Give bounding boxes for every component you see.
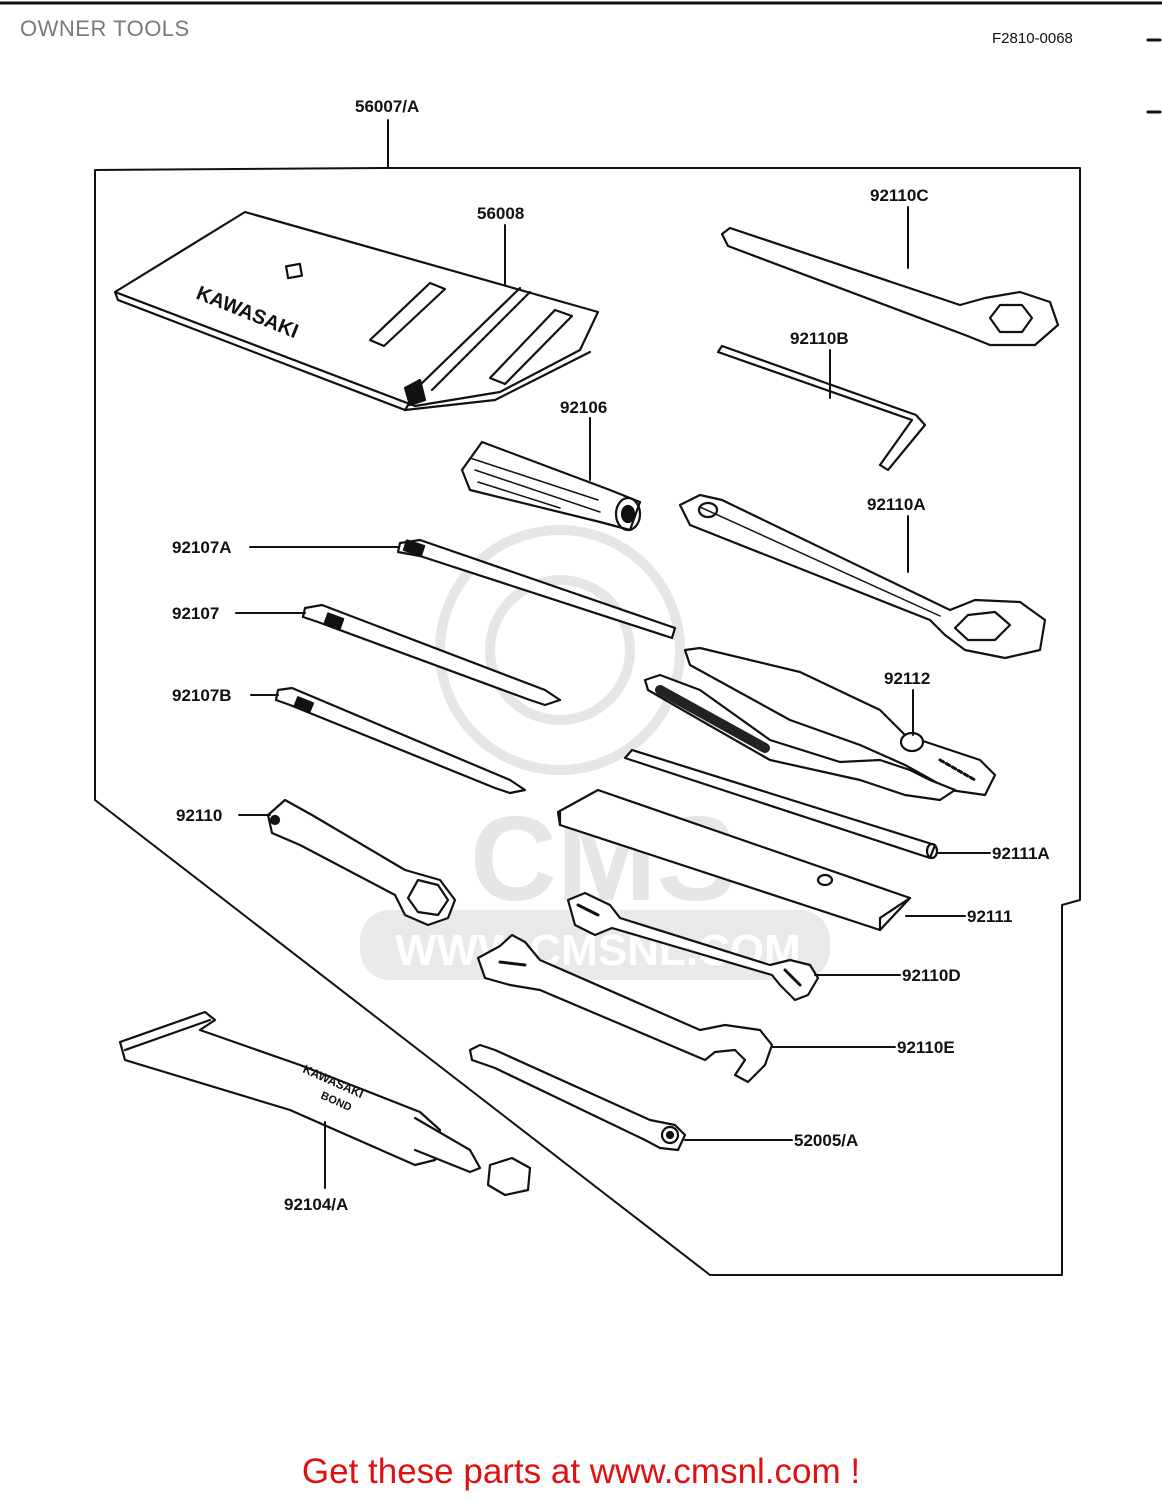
open-wrench-92110E <box>476 933 774 1084</box>
callout-92112: 92112 <box>884 669 930 688</box>
box-wrench-92110 <box>266 798 457 927</box>
flat-screwdriver-92107A <box>396 538 677 640</box>
phillips-screwdriver-92107 <box>301 603 562 707</box>
hex-key-92110B <box>716 344 927 472</box>
spark-plug-tool-52005A <box>468 1043 687 1152</box>
callout-92107B: 92107B <box>172 686 232 705</box>
callout-52005A: 52005/A <box>794 1131 858 1150</box>
kit-boundary-outline <box>94 167 1081 1276</box>
callout-labels: 56007/A 56008 92110C 92110B 92106 92110A… <box>172 97 1050 1214</box>
flat-bar-92111 <box>556 788 912 932</box>
callout-92110B: 92110B <box>790 329 849 348</box>
callout-92111: 92111 <box>967 907 1012 926</box>
callout-92107A: 92107A <box>172 538 232 557</box>
exploded-parts-diagram: CMS WWW.CMSNL.COM KAWASAKI <box>0 1 1162 1276</box>
scan-edge-marks <box>0 1 1162 114</box>
callout-92110A: 92110A <box>867 495 926 514</box>
tool-pouch: KAWASAKI <box>113 210 600 412</box>
callout-92110E: 92110E <box>897 1038 955 1057</box>
callout-92107: 92107 <box>172 604 219 623</box>
leader-lines <box>235 206 991 1189</box>
page-title: OWNER TOOLS <box>20 16 190 41</box>
callout-92106: 92106 <box>560 398 607 417</box>
ring-wrench-92110C <box>720 226 1060 347</box>
pliers-92112 <box>643 646 997 802</box>
callout-92110: 92110 <box>176 806 222 825</box>
open-wrench-92110D <box>566 891 820 1002</box>
get-parts-link[interactable]: Get these parts at www.cmsnl.com ! <box>301 1452 861 1491</box>
screwdriver-handle <box>460 440 642 532</box>
callout-92104A: 92104/A <box>284 1195 348 1214</box>
callout-92111A: 92111A <box>992 844 1050 863</box>
callout-92110D: 92110D <box>902 966 961 985</box>
callout-56007A: 56007/A <box>355 97 419 116</box>
figure-code: F2810-0068 <box>992 30 1073 47</box>
callout-92110C: 92110C <box>870 186 929 205</box>
extension-bar-92111A <box>623 748 939 860</box>
ring-wrench-92110A <box>678 493 1047 660</box>
callout-56008: 56008 <box>477 204 524 223</box>
phillips-screwdriver-92107B <box>274 686 527 795</box>
